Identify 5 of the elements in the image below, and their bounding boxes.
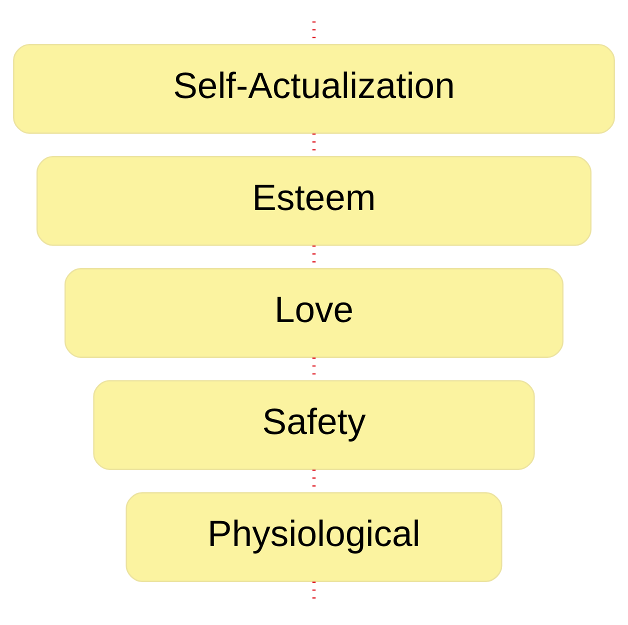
node-box: Self-Actualization [13, 43, 615, 134]
node-box: Love [64, 268, 564, 358]
node-box: Esteem [36, 156, 592, 246]
node-box: Safety [93, 380, 535, 470]
node-box: Physiological [126, 492, 502, 582]
